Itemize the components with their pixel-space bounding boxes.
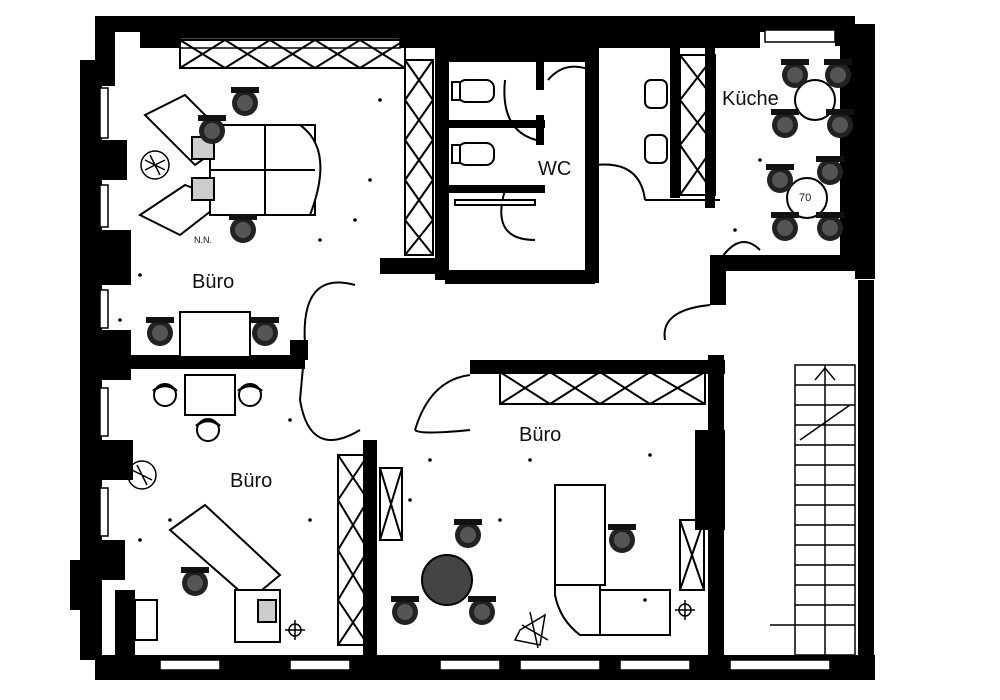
room-label-kitchen: Küche (722, 88, 779, 110)
staircase (770, 364, 856, 656)
round-table-bottom (421, 554, 473, 606)
floor-texture (118, 98, 762, 602)
room-label-office-bottom-right: Büro (519, 424, 562, 446)
plant-top-left (140, 150, 170, 180)
room-label-office-bottom-left: Büro (230, 470, 273, 492)
kitchen-table-2 (786, 177, 828, 219)
plant-bottom-right (513, 611, 549, 649)
desk-bottom-right (554, 484, 671, 636)
meeting-table-bottom-left (184, 374, 236, 416)
plug-icon-right (675, 600, 695, 620)
meeting-table-left (179, 311, 251, 358)
plant-bottom-left (127, 460, 157, 490)
wc-fixtures (451, 79, 668, 206)
windows (99, 29, 836, 671)
table-size-label: 70 (799, 192, 812, 204)
desk-bottom-left (134, 503, 282, 643)
interior-walls (125, 40, 856, 680)
desk-initials-label: N.N. (194, 235, 212, 245)
room-label-wc: WC (538, 158, 572, 180)
kitchen-table-1 (794, 79, 836, 121)
shelves (179, 39, 716, 646)
plug-icon (285, 620, 305, 640)
room-label-office-top-left: Büro (192, 271, 235, 293)
